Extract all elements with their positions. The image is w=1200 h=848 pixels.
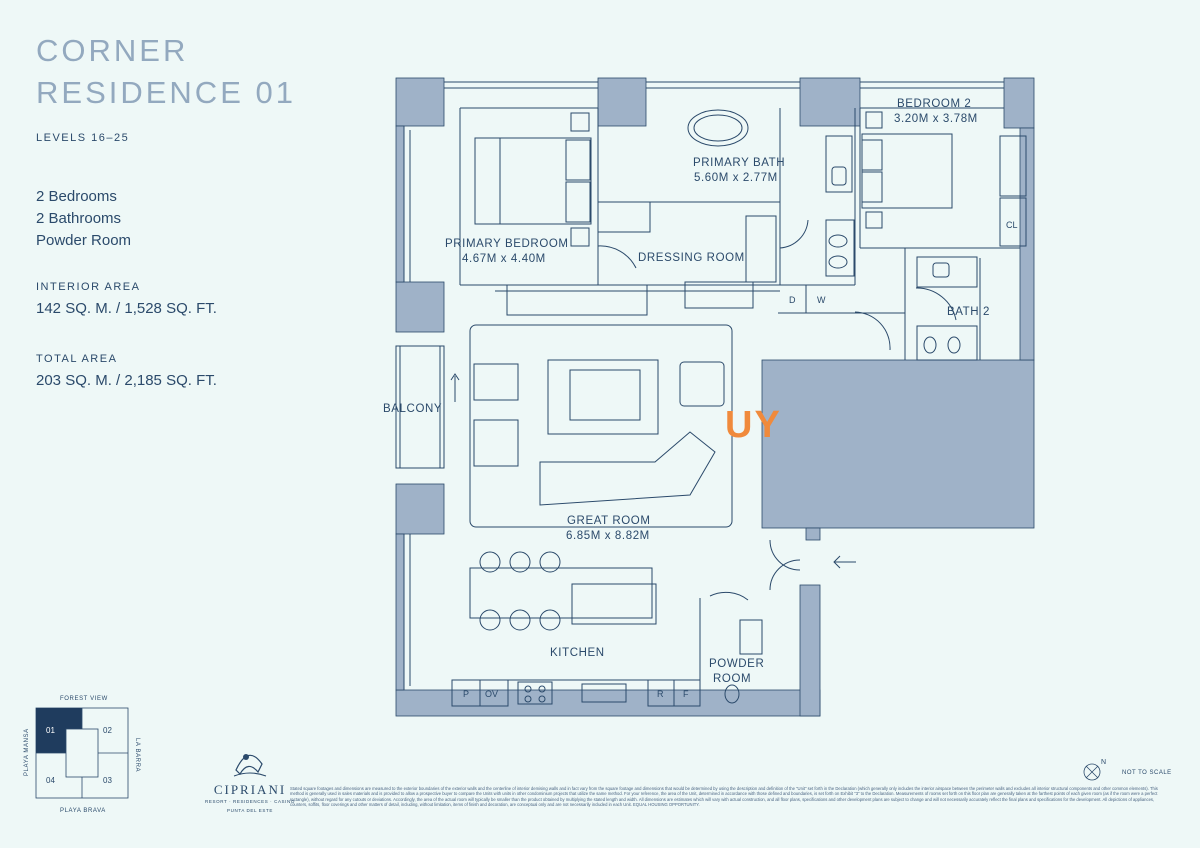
page-title: CORNER RESIDENCE 01 [36,30,296,114]
title-line-2: RESIDENCE 01 [36,75,296,110]
brand-name: CIPRIANI [214,782,286,797]
key-playa-brava: PLAYA BRAVA [60,808,106,814]
interior-area-label: INTERIOR AREA [36,281,141,293]
levels-label: LEVELS 16–25 [36,132,130,144]
key-unit-03: 03 [103,776,112,785]
washer-label: W [817,295,826,305]
spec-list: 2 Bedrooms 2 Bathrooms Powder Room [36,186,131,252]
not-to-scale-label: NOT TO SCALE [1122,770,1172,776]
total-area-label: TOTAL AREA [36,353,118,365]
powder-room-line-1: POWDER [709,658,764,670]
dressing-room-label: DRESSING ROOM [638,252,745,264]
key-unit-04: 04 [46,776,55,785]
bath-2-label: BATH 2 [947,306,990,318]
powder-room-line-2: ROOM [713,673,751,685]
great-room-dim: 6.85M x 8.82M [566,530,650,542]
bedroom-2-name: BEDROOM 2 [897,98,971,110]
primary-bedroom-dim: 4.67M x 4.40M [462,253,546,265]
primary-bath-dim: 5.60M x 2.77M [694,172,778,184]
exterior-walls [395,77,1035,717]
brand-location: PUNTA DEL ESTE [227,808,273,813]
key-unit-01: 01 [46,726,55,735]
total-area-value: 203 SQ. M. / 2,185 SQ. FT. [36,372,217,389]
pantry-label: P [463,689,469,699]
primary-bedroom-name: PRIMARY BEDROOM [445,238,569,250]
balcony-label: BALCONY [383,403,442,415]
dryer-label: D [789,295,796,305]
freezer-label: F [683,689,689,699]
key-forest-view: FOREST VIEW [60,696,108,702]
bedroom-2-dim: 3.20M x 3.78M [894,113,978,125]
cipriani-logo: CIPRIANI RESORT · RESIDENCES · CASINO PU… [205,754,295,813]
interior-area-value: 142 SQ. M. / 1,528 SQ. FT. [36,300,217,317]
great-room-name: GREAT ROOM [567,515,651,527]
refrigerator-label: R [657,689,664,699]
spec-bedrooms: 2 Bedrooms [36,188,117,205]
kitchen-label: KITCHEN [550,647,605,659]
compass-north-label: N [1101,759,1106,766]
north-compass-icon: N [1083,759,1106,781]
watermark: UY [725,404,782,446]
closet-label: CL [1006,220,1018,230]
key-playa-mansa: PLAYA MANSA [24,728,30,776]
spec-bathrooms: 2 Bathrooms [36,210,122,227]
legal-disclaimer: Stated square footages and dimensions ar… [290,786,1158,808]
spec-powder: Powder Room [36,232,132,249]
primary-bath-name: PRIMARY BATH [693,157,785,169]
key-plan: 01 02 03 04 FOREST VIEW PLAYA BRAVA PLAY… [24,696,140,814]
oven-label: OV [485,689,498,699]
title-line-1: CORNER [36,33,189,68]
key-unit-02: 02 [103,726,112,735]
key-la-barra: LA BARRA [134,738,140,772]
brand-tagline: RESORT · RESIDENCES · CASINO [205,799,295,804]
